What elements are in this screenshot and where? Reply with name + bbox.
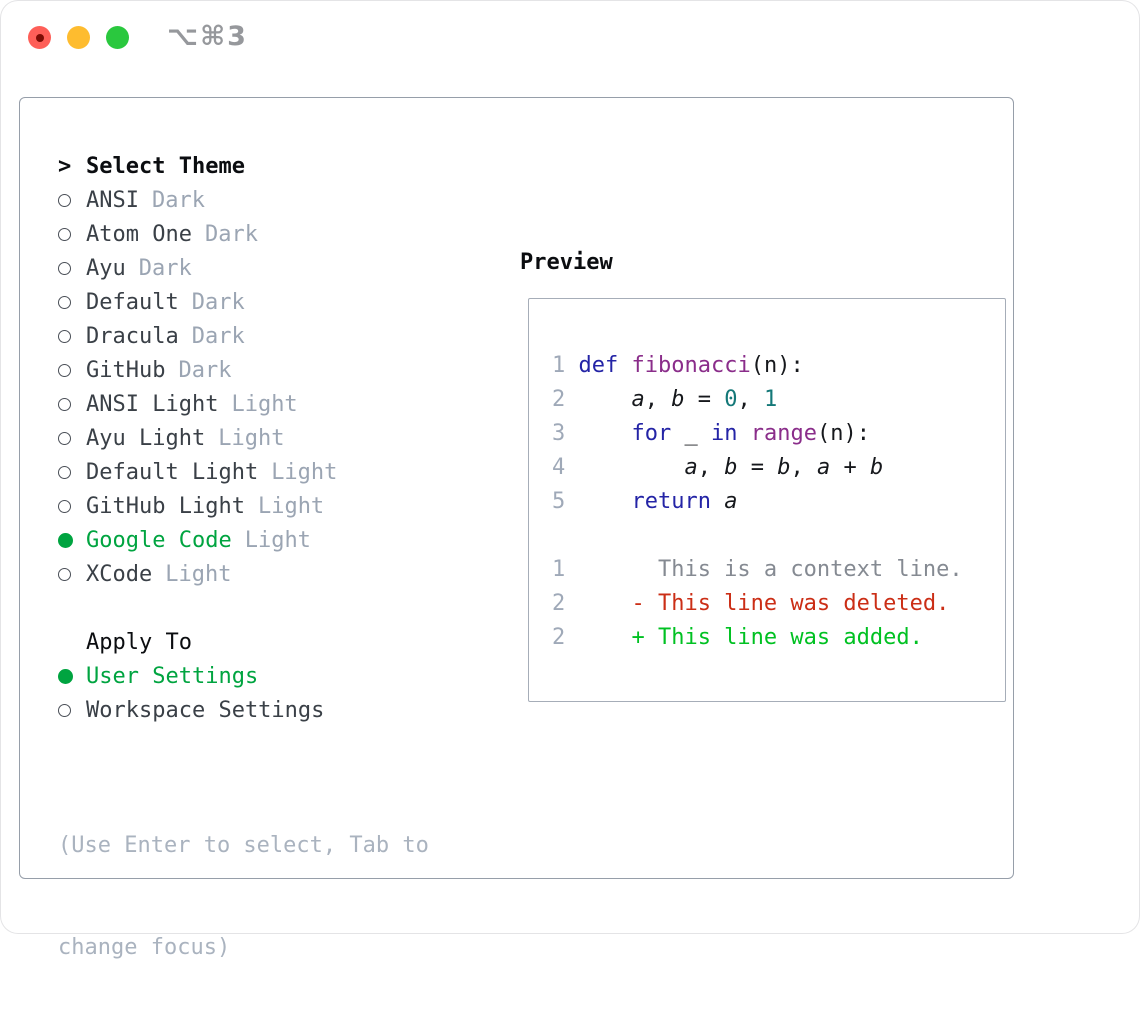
help-line-2: change focus)	[58, 935, 231, 960]
theme-name: Default Light	[86, 459, 259, 485]
radio-icon	[58, 295, 71, 309]
theme-name: XCode	[86, 561, 153, 587]
help-line-1: (Use Enter to select, Tab to	[58, 833, 429, 858]
theme-item-ayu-light[interactable]: Ayu Light Light	[58, 421, 429, 455]
radio-icon	[58, 363, 71, 377]
theme-name: Default	[86, 289, 179, 315]
modified-indicator-icon	[35, 33, 44, 42]
radio-icon	[58, 499, 71, 513]
theme-name: ANSI Light	[86, 391, 219, 417]
theme-item-ansi-light[interactable]: ANSI Light Light	[58, 387, 429, 421]
theme-variant: Dark	[191, 323, 245, 349]
theme-variant: Light	[218, 425, 285, 451]
theme-variant: Light	[257, 493, 325, 519]
radio-icon	[58, 567, 71, 581]
minimize-button[interactable]	[67, 26, 90, 49]
code-line: 4 a, b = b, a + b	[552, 451, 995, 485]
theme-item-google-code[interactable]: Google Code Light	[58, 523, 429, 557]
apply-to-label: Apply To	[86, 629, 192, 655]
theme-name: ANSI	[86, 187, 139, 213]
diff-preview: 1 This is a context line.2 - This line w…	[552, 553, 995, 655]
help-text: (Use Enter to select, Tab to change focu…	[58, 761, 429, 1033]
theme-name: GitHub Light	[86, 493, 245, 519]
line-number: 1	[552, 557, 566, 582]
diff-line-deleted: 2 - This line was deleted.	[552, 587, 995, 621]
titlebar: ⌥⌘3	[0, 0, 1140, 74]
radio-icon	[58, 703, 71, 717]
window-title-shortcut: ⌥⌘3	[167, 21, 248, 52]
code-line: 2 a, b = 0, 1	[552, 383, 995, 417]
radio-icon	[58, 431, 71, 445]
theme-variant: Light	[165, 561, 232, 587]
theme-variant: Dark	[191, 289, 245, 315]
radio-icon	[58, 397, 71, 411]
line-number: 1	[552, 353, 566, 378]
theme-item-default[interactable]: Default Dark	[58, 285, 429, 319]
radio-icon	[58, 329, 71, 343]
theme-variant: Light	[231, 391, 298, 417]
preview-title: Preview	[520, 250, 613, 275]
code-line: 3 for _ in range(n):	[552, 417, 995, 451]
radio-icon	[58, 193, 71, 207]
theme-item-github-light[interactable]: GitHub Light Light	[58, 489, 429, 523]
select-theme-label: Select Theme	[86, 153, 245, 179]
line-number: 3	[552, 421, 566, 446]
line-number: 4	[552, 455, 566, 480]
cursor-icon: >	[58, 153, 72, 179]
diff-line-context: 1 This is a context line.	[552, 553, 995, 587]
theme-item-default-light[interactable]: Default Light Light	[58, 455, 429, 489]
theme-variant: Light	[271, 459, 338, 485]
apply-option-label: Workspace Settings	[86, 697, 325, 723]
theme-variant: Dark	[151, 187, 205, 213]
theme-item-atom-one[interactable]: Atom One Dark	[58, 217, 429, 251]
radio-icon	[58, 532, 73, 548]
apply-to-header: Apply To	[58, 625, 429, 659]
apply-option-workspace-settings[interactable]: Workspace Settings	[58, 693, 429, 727]
close-button[interactable]	[28, 26, 51, 49]
theme-name: Google Code	[86, 527, 232, 553]
zoom-button[interactable]	[106, 26, 129, 49]
radio-icon	[58, 227, 71, 241]
code-line: 5 return a	[552, 485, 995, 519]
line-number: 2	[552, 591, 566, 616]
theme-item-github[interactable]: GitHub Dark	[58, 353, 429, 387]
apply-option-label: User Settings	[86, 663, 259, 689]
diff-line-added: 2 + This line was added.	[552, 621, 995, 655]
theme-item-ayu[interactable]: Ayu Dark	[58, 251, 429, 285]
theme-name: Dracula	[86, 323, 179, 349]
theme-variant: Light	[244, 527, 311, 553]
theme-item-ansi[interactable]: ANSI Dark	[58, 183, 429, 217]
radio-icon	[58, 261, 71, 275]
theme-name: Ayu	[86, 255, 126, 281]
line-number: 5	[552, 489, 566, 514]
theme-name: Atom One	[86, 221, 192, 247]
radio-icon	[58, 465, 71, 479]
apply-option-user-settings[interactable]: User Settings	[58, 659, 429, 693]
theme-item-xcode[interactable]: XCode Light	[58, 557, 429, 591]
theme-name: Ayu Light	[86, 425, 206, 451]
select-theme-header: > Select Theme	[58, 149, 429, 183]
radio-icon	[58, 668, 73, 684]
line-number: 2	[552, 625, 566, 650]
theme-variant: Dark	[204, 221, 258, 247]
theme-variant: Dark	[138, 255, 192, 281]
theme-name: GitHub	[86, 357, 166, 383]
line-number: 2	[552, 387, 566, 412]
theme-item-dracula[interactable]: Dracula Dark	[58, 319, 429, 353]
theme-variant: Dark	[178, 357, 232, 383]
